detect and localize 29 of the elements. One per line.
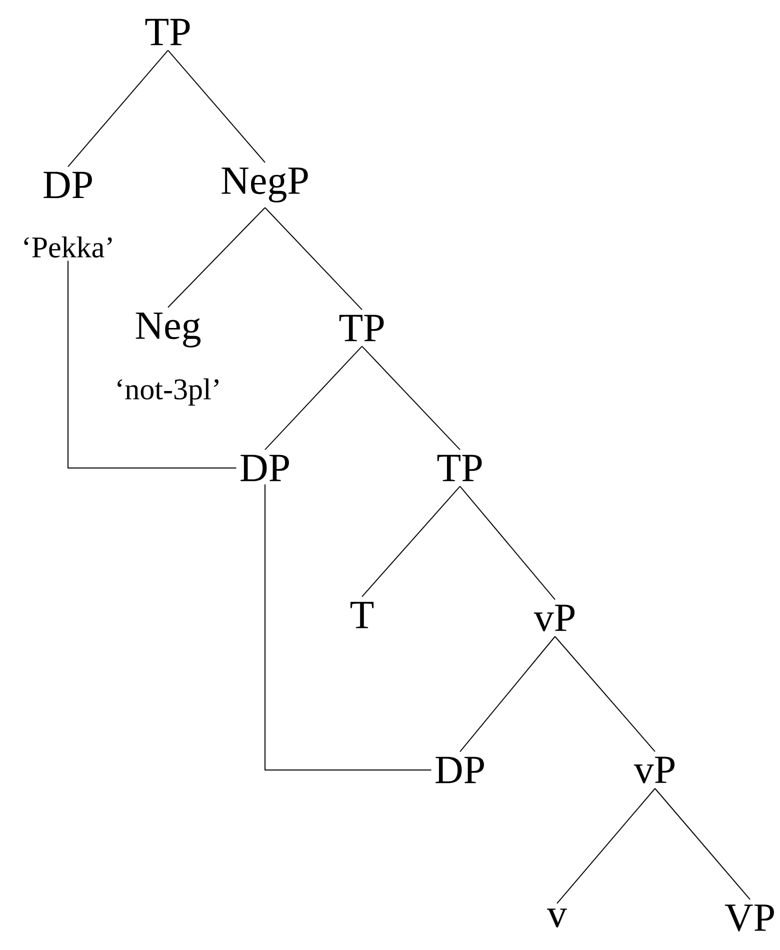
tree-node-label: TP (145, 18, 190, 46)
tree-branch (264, 207, 362, 310)
tree-branch (460, 636, 556, 752)
tree-branch (654, 788, 750, 900)
gloss-text: ‘not-3pl’ (118, 378, 218, 406)
tree-branch (68, 50, 168, 168)
tree-node-label: TP (437, 454, 482, 482)
tree-branch (168, 50, 266, 163)
tree-branch (460, 486, 556, 600)
tree-branch (362, 486, 460, 598)
tree-branch (168, 207, 266, 308)
tree-node-label: vP (534, 604, 575, 632)
tree-node-label: DP (436, 756, 484, 784)
tree-node-label: TP (339, 314, 384, 342)
movement-line (264, 484, 432, 770)
movement-line (68, 260, 237, 468)
tree-node-label: VP (724, 904, 774, 932)
tree-node-label: NegP (222, 168, 308, 202)
tree-node-label: vP (634, 756, 675, 784)
tree-branch (556, 788, 656, 904)
tree-node-label: v (547, 908, 567, 928)
tree-branch (264, 346, 362, 450)
gloss-text: ‘Pekka’ (24, 236, 112, 258)
tree-node-label: DP ‘Pekka’ (24, 172, 112, 258)
tree-node-label: T (350, 602, 374, 628)
tree-branch (554, 636, 656, 752)
tree-node-label: Neg ‘not-3pl’ (118, 312, 218, 406)
tree-node-label: DP (240, 454, 289, 482)
tree-branch (362, 346, 460, 450)
